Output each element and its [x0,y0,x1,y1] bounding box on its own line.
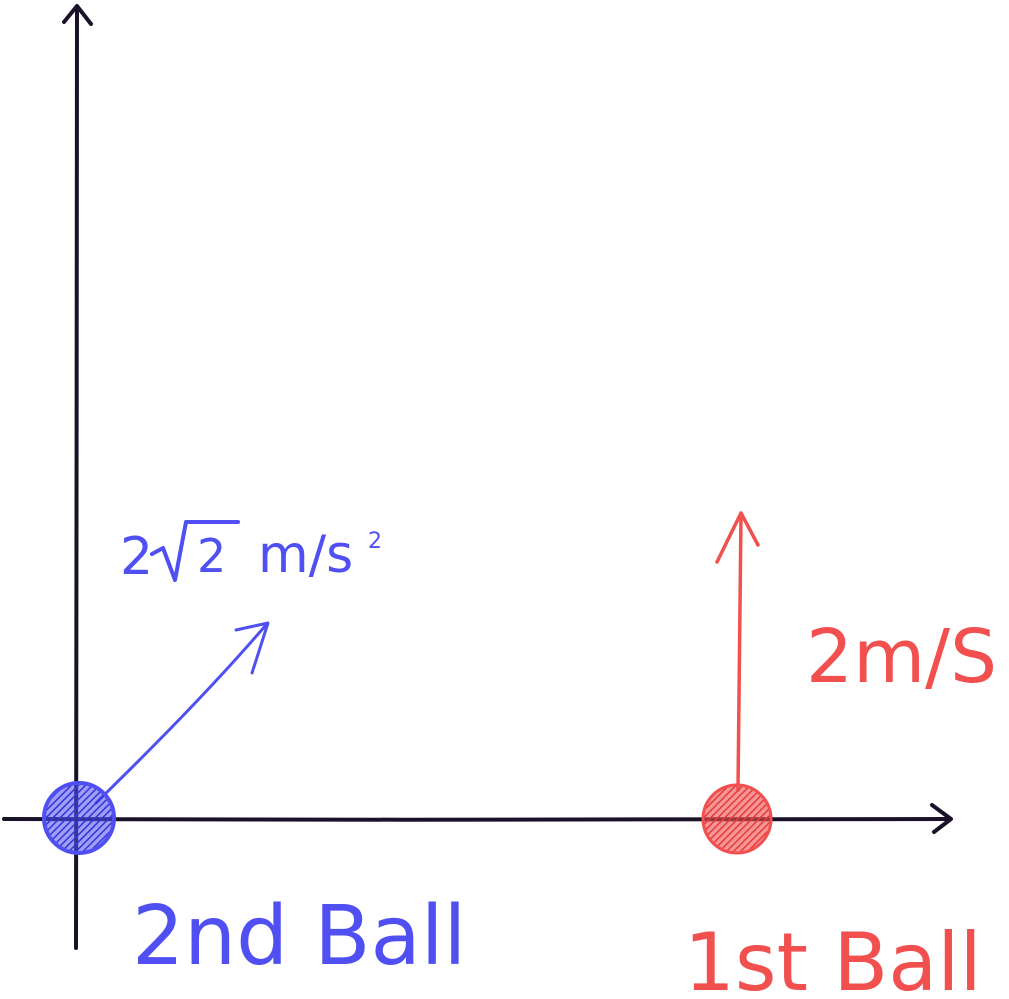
ball-1 [701,783,773,855]
x-axis-arrowhead [930,803,953,834]
ball-2-vector-label: 2 2 m/s 2 [120,520,382,587]
ball-2-label-coefficient: 2 [120,527,153,587]
ball-2-velocity-vector [94,621,270,805]
ball-2-vector-arrowhead [234,621,270,675]
ball-1-vector-shaft [736,513,743,792]
ball-1-outline [701,783,773,855]
ball-1-velocity-vector [715,511,760,792]
ball-1-name-label: 1st Ball [684,916,982,999]
ball-2-label-radicand: 2 [197,529,226,583]
ball-1-vector-arrowhead [715,511,760,564]
ball-1-fill [703,785,771,853]
ball-2-label-unit: m/s [258,525,353,585]
x-axis [2,817,952,822]
coordinate-axes [2,4,953,950]
y-axis-arrowhead [62,4,93,26]
ball-2-vector-shaft [94,623,268,805]
radical-sign-icon [150,520,240,582]
ball-2-fill [44,783,114,853]
ball-2 [42,781,116,855]
ball-1-vector-label: 2m/S [806,614,997,700]
ball-2-name-label: 2nd Ball [132,889,466,984]
ball-2-label-exponent: 2 [368,529,382,554]
ball-2-outline [42,781,116,855]
